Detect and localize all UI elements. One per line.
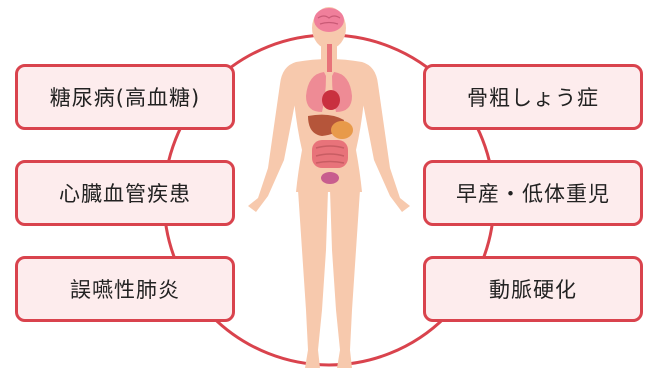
disease-box-aspiration-pneumonia: 誤嚥性肺炎 [15, 256, 235, 322]
disease-box-preterm-birth: 早産・低体重児 [423, 160, 643, 226]
disease-box-osteoporosis: 骨粗しょう症 [423, 64, 643, 130]
digestive-organs-icon [308, 114, 353, 184]
disease-label: 動脈硬化 [489, 278, 577, 302]
disease-box-arteriosclerosis: 動脈硬化 [423, 256, 643, 322]
trachea-icon [327, 44, 332, 72]
disease-box-diabetes: 糖尿病(高血糖) [15, 64, 235, 130]
disease-label: 早産・低体重児 [456, 182, 610, 206]
disease-label: 骨粗しょう症 [467, 86, 599, 110]
disease-label: 糖尿病(高血糖) [49, 86, 201, 110]
disease-label: 心臓血管疾患 [59, 182, 191, 206]
brain-icon [314, 8, 344, 32]
disease-label: 誤嚥性肺炎 [70, 278, 180, 302]
heart-icon [322, 90, 340, 110]
disease-box-cardiovascular: 心臓血管疾患 [15, 160, 235, 226]
